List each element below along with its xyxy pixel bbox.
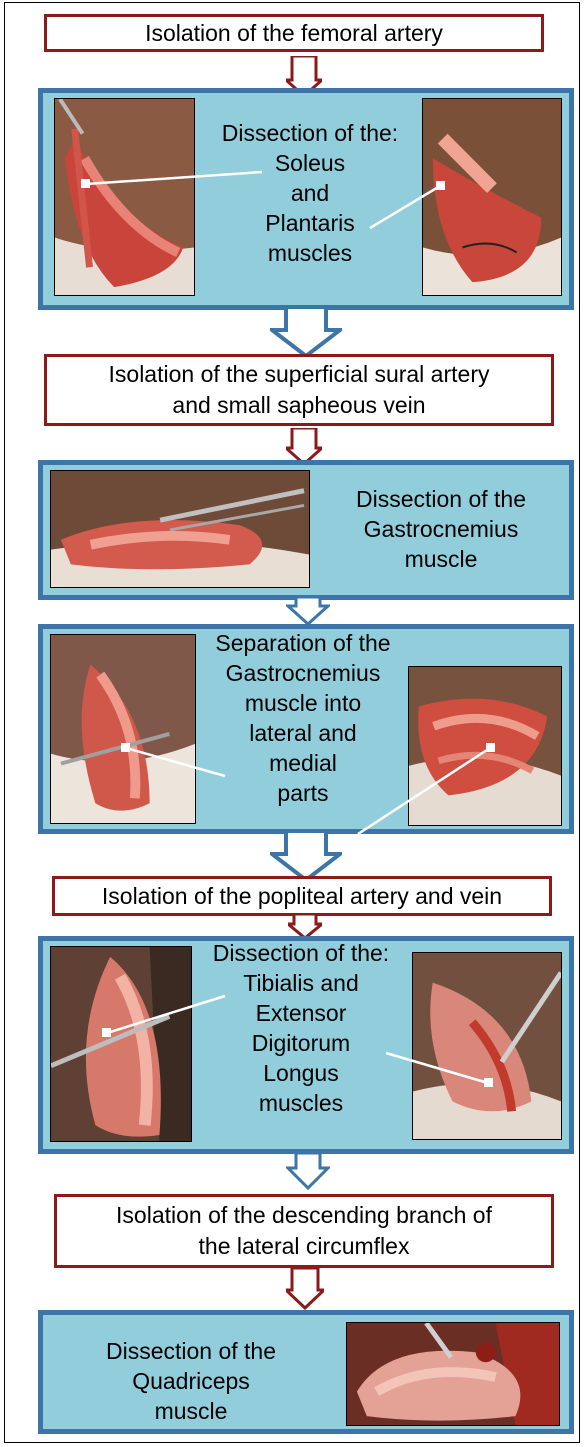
step-popliteal-box: Isolation of the popliteal artery and ve… xyxy=(52,876,552,916)
photo-tibialis-left xyxy=(50,946,192,1142)
photo-gastrocnemius xyxy=(50,470,310,588)
step-separation-label: Separation of the Gastrocnemius muscle i… xyxy=(196,628,410,808)
blue-down-arrow xyxy=(270,830,342,882)
blue-down-arrow xyxy=(286,596,330,626)
red-down-arrow xyxy=(286,1268,324,1310)
photo-quadriceps xyxy=(346,1322,560,1426)
step-soleus-plantaris-label: Dissection of the: Soleus and Plantaris … xyxy=(200,118,420,268)
photo-edl-right xyxy=(412,952,562,1140)
photo-plantaris-right xyxy=(422,98,562,296)
photo-separation-left xyxy=(50,634,196,824)
step-sural-artery-label: Isolation of the superficial sural arter… xyxy=(109,359,490,421)
step-popliteal-label: Isolation of the popliteal artery and ve… xyxy=(102,881,502,912)
step-femoral-artery-label: Isolation of the femoral artery xyxy=(145,18,443,49)
blue-down-arrow xyxy=(286,1152,330,1190)
step-circumflex-label: Isolation of the descending branch of th… xyxy=(116,1200,492,1262)
photo-separation-right xyxy=(408,666,562,826)
step-sural-artery-box: Isolation of the superficial sural arter… xyxy=(44,354,554,426)
photo-soleus-left xyxy=(54,98,195,296)
step-femoral-artery-box: Isolation of the femoral artery xyxy=(44,14,544,52)
step-quadriceps-label: Dissection of the Quadriceps muscle xyxy=(60,1336,322,1426)
step-tibialis-edl-label: Dissection of the: Tibialis and Extensor… xyxy=(190,938,412,1118)
step-gastrocnemius-label: Dissection of the Gastrocnemius muscle xyxy=(316,484,566,574)
blue-down-arrow xyxy=(270,306,342,358)
step-circumflex-box: Isolation of the descending branch of th… xyxy=(54,1194,554,1268)
